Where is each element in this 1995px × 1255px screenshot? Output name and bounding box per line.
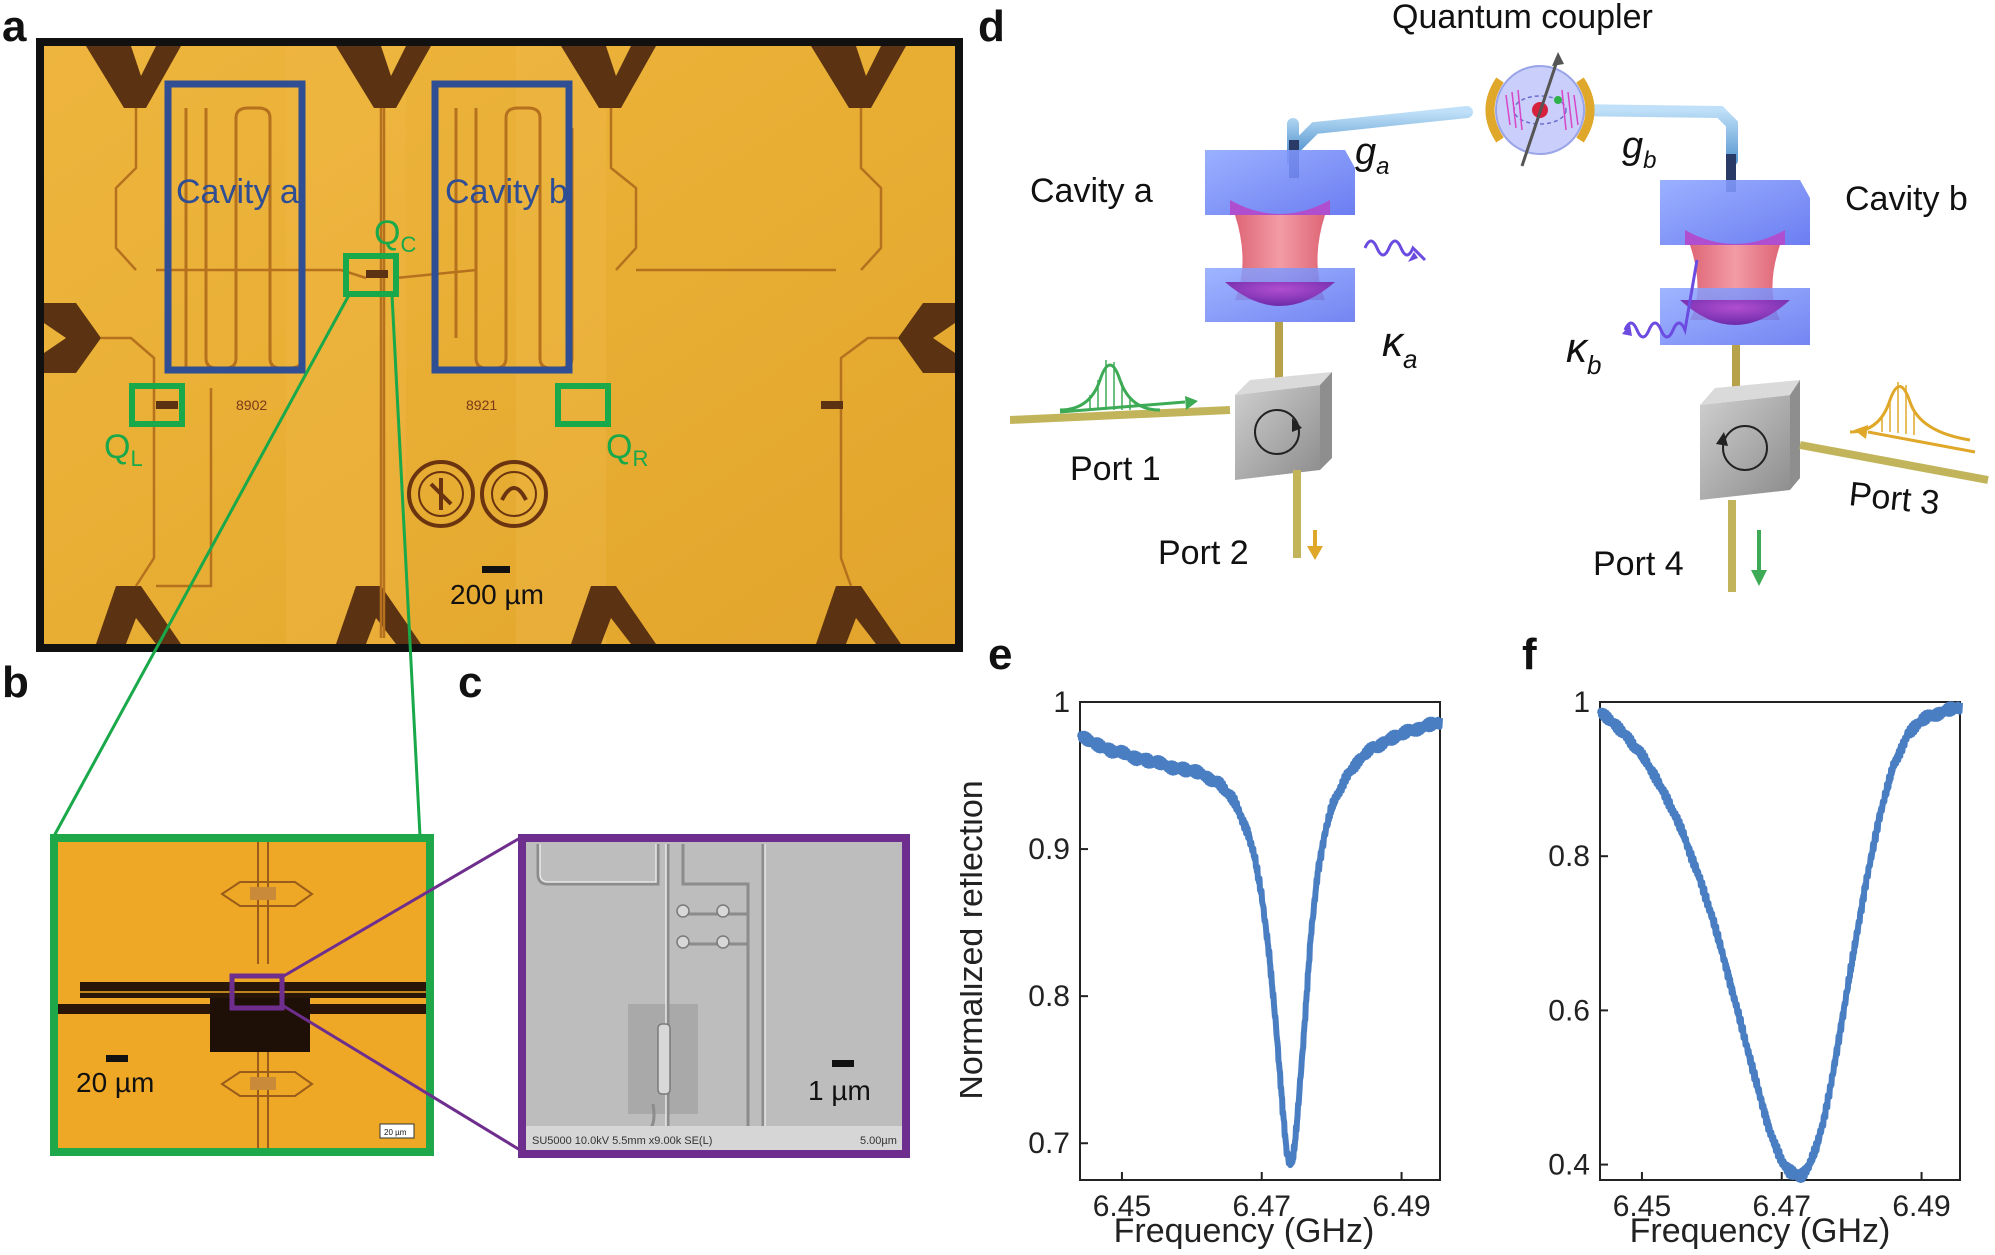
quantum-coupler-atom	[1485, 52, 1595, 167]
panel-d-schematic: Quantum coupler ga gb	[1010, 0, 1989, 592]
bond-pads-bottom	[96, 586, 901, 644]
chart-e-xlabel: Frequency (GHz)	[1114, 1212, 1375, 1250]
quantum-coupler-title: Quantum coupler	[1392, 0, 1653, 36]
qr-box	[555, 383, 611, 427]
chart-f-xtick-label: 6.49	[1892, 1190, 1950, 1223]
chart-f-ytick-label: 0.4	[1548, 1149, 1590, 1182]
kappa-b-label: κb	[1566, 324, 1601, 380]
panel-b-image: 20 µm 20 µm	[50, 834, 434, 1156]
chart-e-ytick-label: 1	[1053, 686, 1070, 719]
chart-f-xtick-label: 6.47	[1753, 1190, 1811, 1223]
chart-f: 6.45 6.47 6.49 0.4 0.6 0.8 1 Frequency (GHz)	[1548, 686, 1963, 1250]
chip-id-left: 8902	[236, 397, 267, 413]
circulator-a	[1010, 372, 1332, 560]
scale-inset-b: 20 µm	[384, 1128, 407, 1137]
chart-e-ylabel: Normalized reflection	[960, 780, 990, 1099]
chart-e-xtick-label: 6.49	[1372, 1190, 1430, 1223]
chart-e-ytick-label: 0.7	[1028, 1127, 1070, 1160]
scale-bar-b	[106, 1055, 128, 1062]
chart-e-xtick-label: 6.45	[1093, 1190, 1151, 1223]
chart-f-xtick-label: 6.45	[1613, 1190, 1671, 1223]
kappa-a-label: κa	[1382, 318, 1417, 374]
chart-f-frame	[1599, 701, 1961, 1181]
port3-label: Port 3	[1847, 475, 1941, 522]
panel-a-chip-image: Cavity a Cavity b QC QL QR 8902 8921 200…	[36, 38, 963, 652]
panel-letter-a: a	[2, 2, 27, 51]
chart-e: 6.45 6.47 6.49 0.7 0.8 0.9 1 Normalized reflec…	[960, 686, 1443, 1250]
chart-e-xtick-label: 6.47	[1233, 1190, 1291, 1223]
circulator-b	[1700, 380, 1989, 592]
feed-lines	[101, 108, 898, 638]
bond-pads-top	[86, 46, 906, 108]
panel-c-border	[518, 834, 910, 1158]
ql-box	[129, 383, 185, 427]
cavity-a-graphic	[1205, 150, 1355, 322]
cavity-b-graphic	[1660, 180, 1810, 345]
chart-e-ytick-label: 0.8	[1028, 980, 1070, 1013]
cavity-a-box	[164, 80, 306, 374]
cavity-a-label: Cavity a	[176, 173, 299, 211]
ql-label: QL	[104, 428, 143, 471]
chart-e-series-line	[1077, 716, 1443, 1169]
port2-label: Port 2	[1158, 534, 1249, 572]
institution-seals	[407, 460, 548, 528]
chart-f-ytick-label: 1	[1573, 686, 1590, 719]
chart-f-ytick-label: 0.6	[1548, 994, 1590, 1027]
sem-footer-right: 5.00µm	[860, 1135, 897, 1147]
scale-bar-a	[482, 566, 510, 573]
chip-id-right: 8921	[466, 397, 497, 413]
chart-e-ytick-label: 0.9	[1028, 833, 1070, 866]
input-pulse-port3	[1849, 382, 1976, 454]
g-b-label: gb	[1622, 125, 1657, 174]
chip-surface	[44, 46, 955, 644]
chart-f-ytick-label: 0.8	[1548, 840, 1590, 873]
panel-b-zoom-box	[229, 973, 285, 1011]
cavity-b-label-d: Cavity b	[1845, 180, 1968, 218]
qubit-structures	[156, 270, 843, 409]
sem-footer-left: SU5000 10.0kV 5.5mm x9.00k SE(L)	[532, 1135, 712, 1147]
photon-b-wave	[1623, 259, 1699, 339]
chart-f-series-line	[1597, 701, 1963, 1183]
zoom-lines-a-to-b	[52, 294, 422, 837]
input-pulse-port1	[1059, 360, 1198, 414]
photon-a-wave	[1363, 239, 1427, 262]
panel-b-border	[50, 834, 434, 1156]
qc-box	[343, 253, 399, 297]
scale-bar-c	[832, 1060, 854, 1067]
port1-label: Port 1	[1070, 450, 1161, 488]
scale-label-c: 1 µm	[808, 1075, 871, 1106]
panel-letter-d: d	[978, 2, 1005, 51]
bond-pads-sides	[44, 303, 955, 373]
qr-label: QR	[606, 428, 648, 471]
scale-label-b: 20 µm	[76, 1067, 154, 1098]
cavity-a-label-d: Cavity a	[1030, 172, 1153, 210]
chart-f-xlabel: Frequency (GHz)	[1630, 1212, 1891, 1250]
zoom-lines-b-to-c	[281, 836, 521, 1152]
g-a-label: ga	[1355, 131, 1390, 180]
scale-label-a: 200 µm	[450, 579, 544, 610]
panel-letter-c: c	[458, 658, 483, 707]
panel-letter-b: b	[2, 658, 29, 707]
cavity-b-label: Cavity b	[445, 173, 568, 211]
chart-e-frame	[1079, 701, 1441, 1181]
port4-label: Port 4	[1593, 545, 1684, 583]
panel-letter-f: f	[1522, 630, 1537, 679]
qc-label: QC	[374, 214, 416, 257]
panel-letter-e: e	[988, 630, 1013, 679]
cavity-b-box	[431, 80, 573, 374]
panel-c-sem-image: SU5000 10.0kV 5.5mm x9.00k SE(L) 5.00µm …	[518, 834, 910, 1158]
